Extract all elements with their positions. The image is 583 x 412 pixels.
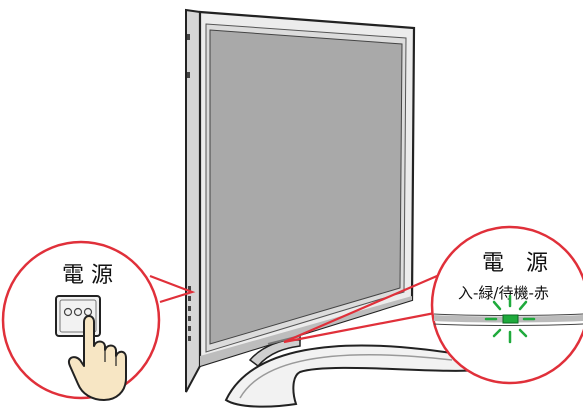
power-led-status-text: 入-緑/待機-赤 [458, 284, 549, 302]
power-led-callout: 電 源 入-緑/待機-赤 [283, 225, 583, 385]
monitor-body [185, 8, 416, 393]
led-indicator-icon [484, 294, 536, 344]
power-button-label: 電 源 [62, 263, 113, 288]
power-led-label: 電 源 [482, 251, 548, 276]
side-buttons [188, 286, 191, 341]
screen [209, 29, 403, 345]
power-button-callout: 電 源 [1, 240, 196, 401]
pointing-hand-icon [68, 315, 127, 401]
